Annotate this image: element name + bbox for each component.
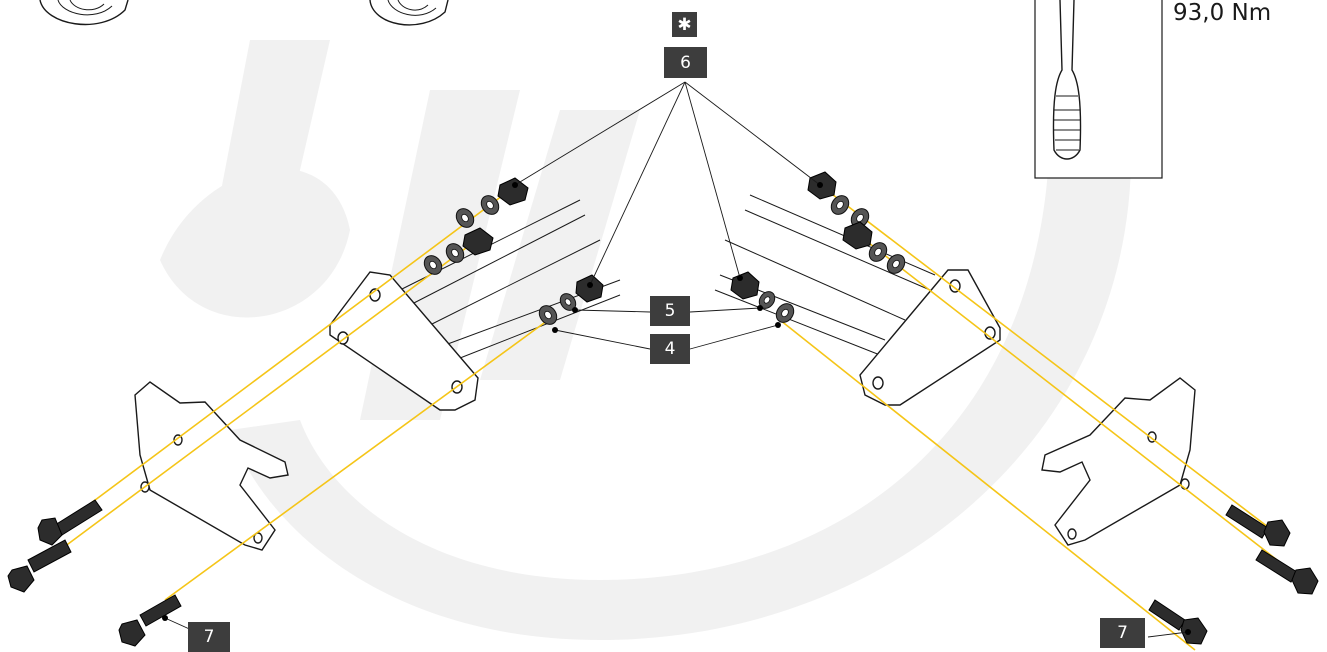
torque-value: 93,0 Nm (1173, 0, 1272, 26)
part-4-label: 4 (650, 334, 690, 364)
part-7-left-label: 7 (188, 622, 230, 652)
leader-lines (164, 81, 1189, 638)
star-icon: ✱ (677, 14, 692, 35)
torque-star-badge: ✱ (672, 12, 697, 37)
tire-icon (39, 0, 129, 26)
right-fork-bracket (1041, 377, 1196, 546)
part-7-left-text: 7 (203, 627, 215, 647)
part-6-label: 6 (664, 47, 707, 78)
part-7-right-text: 7 (1117, 623, 1128, 643)
part-5-text: 5 (664, 301, 676, 321)
alignment-guides (54, 184, 1291, 651)
part-5-label: 5 (650, 296, 690, 326)
right-upper-hardware (807, 171, 906, 274)
leader-dots (162, 182, 1191, 635)
left-lower-hardware (538, 274, 604, 325)
right-bolts (1148, 504, 1319, 645)
tire-icon (369, 0, 449, 26)
part-6-text: 6 (680, 52, 691, 73)
left-bolts (7, 499, 182, 647)
left-fork-bracket (134, 381, 289, 551)
part-4-text: 4 (664, 339, 676, 359)
left-upper-hardware (423, 177, 529, 275)
watermark-logo (160, 40, 1132, 640)
part-7-right-label: 7 (1100, 618, 1145, 648)
torque-wrench-box (1034, 0, 1163, 179)
